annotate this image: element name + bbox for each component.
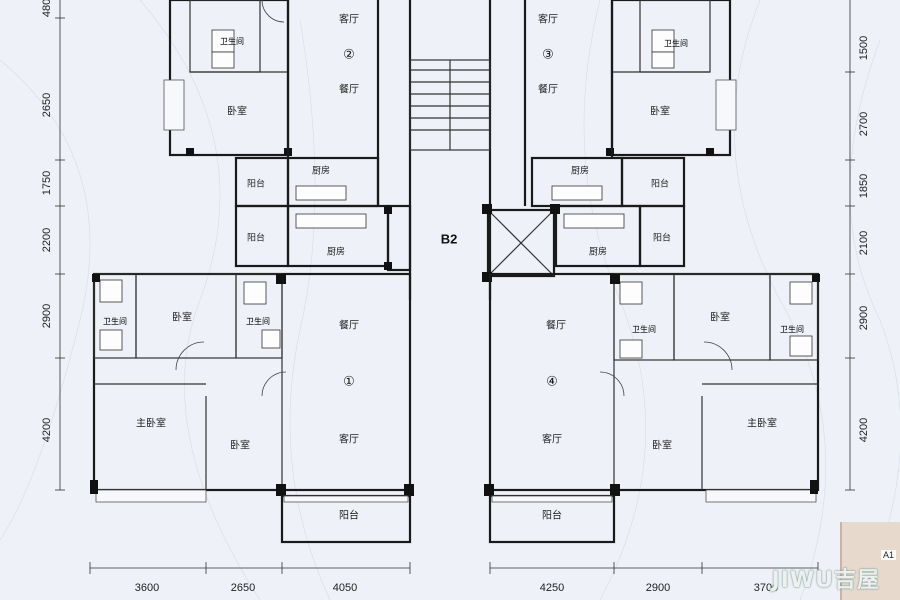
room-bathroom-unit-4b: 卫生间: [780, 324, 804, 334]
room-bathroom-unit-3: 卫生间: [664, 38, 688, 48]
dim-bottom-2: 2650: [231, 582, 255, 594]
unit-2-number: ②: [343, 48, 355, 63]
room-bedroom-unit-4a: 卧室: [710, 311, 730, 324]
room-balcony-unit-2b: 阳台: [247, 232, 265, 244]
room-balcony-unit-3a: 阳台: [651, 178, 669, 190]
room-master-bedroom-unit-4: 主卧室: [747, 417, 777, 430]
dim-right-3: 1850: [858, 174, 870, 198]
room-living-unit-1: 客厅: [339, 433, 359, 446]
dim-left-5: 2900: [41, 304, 53, 328]
dim-left-4: 2200: [41, 228, 53, 252]
dim-bottom-4: 4250: [540, 582, 564, 594]
room-dining-unit-4: 餐厅: [546, 319, 566, 332]
room-balcony-unit-1: 阳台: [339, 509, 359, 522]
room-dining-unit-3: 餐厅: [538, 83, 558, 96]
unit-4-walls: [484, 272, 820, 544]
room-kitchen-unit-2b: 厨房: [327, 246, 345, 258]
room-living-unit-3: 客厅: [538, 13, 558, 26]
room-kitchen-unit-2: 厨房: [312, 165, 330, 177]
room-bedroom-unit-4b: 卧室: [652, 439, 672, 452]
site-map-label: A1: [880, 550, 896, 560]
dim-left-6: 4200: [41, 418, 53, 442]
room-master-bedroom-unit-1: 主卧室: [136, 417, 166, 430]
room-bedroom-unit-2: 卧室: [227, 105, 247, 118]
dimension-right: 1500 2700 1850 2100 2900 4200: [845, 0, 870, 491]
site-map-thumbnail: A1: [840, 522, 900, 600]
dim-right-5: 2900: [858, 306, 870, 330]
dim-left-1: 480: [41, 0, 53, 17]
room-bedroom-unit-1a: 卧室: [172, 311, 192, 324]
room-living-unit-2: 客厅: [339, 13, 359, 26]
dim-bottom-6: 3700: [754, 582, 778, 594]
unit-3-walls: [523, 0, 737, 268]
unit-2-walls: [163, 0, 390, 268]
watermark-logo: JIWU吉屋: [771, 568, 880, 593]
unit-1-number: ①: [343, 375, 355, 390]
dim-left-3: 1750: [41, 171, 53, 195]
unit-4-number: ④: [546, 375, 558, 390]
dim-bottom-5: 2900: [646, 582, 670, 594]
dim-right-6: 4200: [858, 418, 870, 442]
dim-left-2: 2650: [41, 93, 53, 117]
room-bathroom-unit-1a: 卫生间: [103, 316, 127, 326]
core-label: B2: [441, 231, 458, 246]
room-balcony-unit-2a: 阳台: [247, 178, 265, 190]
room-kitchen-unit-3b: 厨房: [589, 246, 607, 258]
room-kitchen-unit-3: 厨房: [571, 165, 589, 177]
core-walls: [384, 0, 560, 300]
room-living-unit-4: 客厅: [542, 433, 562, 446]
unit-1-walls: [90, 272, 414, 544]
room-bedroom-unit-1b: 卧室: [230, 439, 250, 452]
dim-right-4: 2100: [858, 231, 870, 255]
dim-right-2: 2700: [858, 112, 870, 136]
room-bathroom-unit-1b: 卫生间: [246, 316, 270, 326]
dim-bottom-3: 4050: [333, 582, 357, 594]
dimension-left: 480 2650 1750 2200 2900 4200: [41, 0, 65, 491]
dim-bottom-1: 3600: [135, 582, 159, 594]
room-dining-unit-1: 餐厅: [339, 319, 359, 332]
room-bathroom-unit-2: 卫生间: [220, 36, 244, 46]
dimension-bottom: 3600 2650 4050 4250 2900 3700: [89, 562, 819, 594]
room-dining-unit-2: 餐厅: [339, 83, 359, 96]
room-balcony-unit-3b: 阳台: [653, 232, 671, 244]
room-balcony-unit-4: 阳台: [542, 509, 562, 522]
room-bedroom-unit-3: 卧室: [650, 105, 670, 118]
room-bathroom-unit-4a: 卫生间: [632, 324, 656, 334]
dim-right-1: 1500: [858, 36, 870, 60]
unit-3-number: ③: [542, 48, 554, 63]
